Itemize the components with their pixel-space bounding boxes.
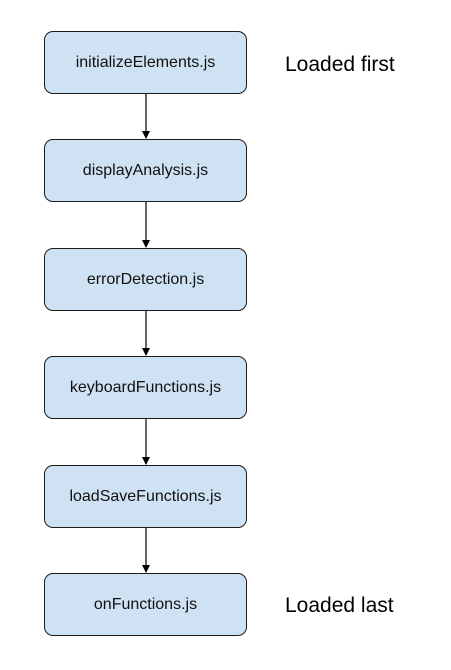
node-label: displayAnalysis.js [82,161,209,179]
node-keyboard-functions: keyboardFunctions.js [44,356,247,419]
node-label: errorDetection.js [86,270,205,288]
node-label: loadSaveFunctions.js [69,487,222,505]
node-on-functions: onFunctions.js [44,573,247,636]
node-error-detection: errorDetection.js [44,248,247,311]
node-label: initializeElements.js [75,53,216,71]
node-initialize-elements: initializeElements.js [44,31,247,94]
node-display-analysis: displayAnalysis.js [44,139,247,202]
annotation-loaded-last: Loaded last [285,594,394,617]
node-label: keyboardFunctions.js [69,378,222,396]
node-label: onFunctions.js [93,595,198,613]
annotation-loaded-first: Loaded first [285,53,395,76]
node-load-save-functions: loadSaveFunctions.js [44,465,247,528]
